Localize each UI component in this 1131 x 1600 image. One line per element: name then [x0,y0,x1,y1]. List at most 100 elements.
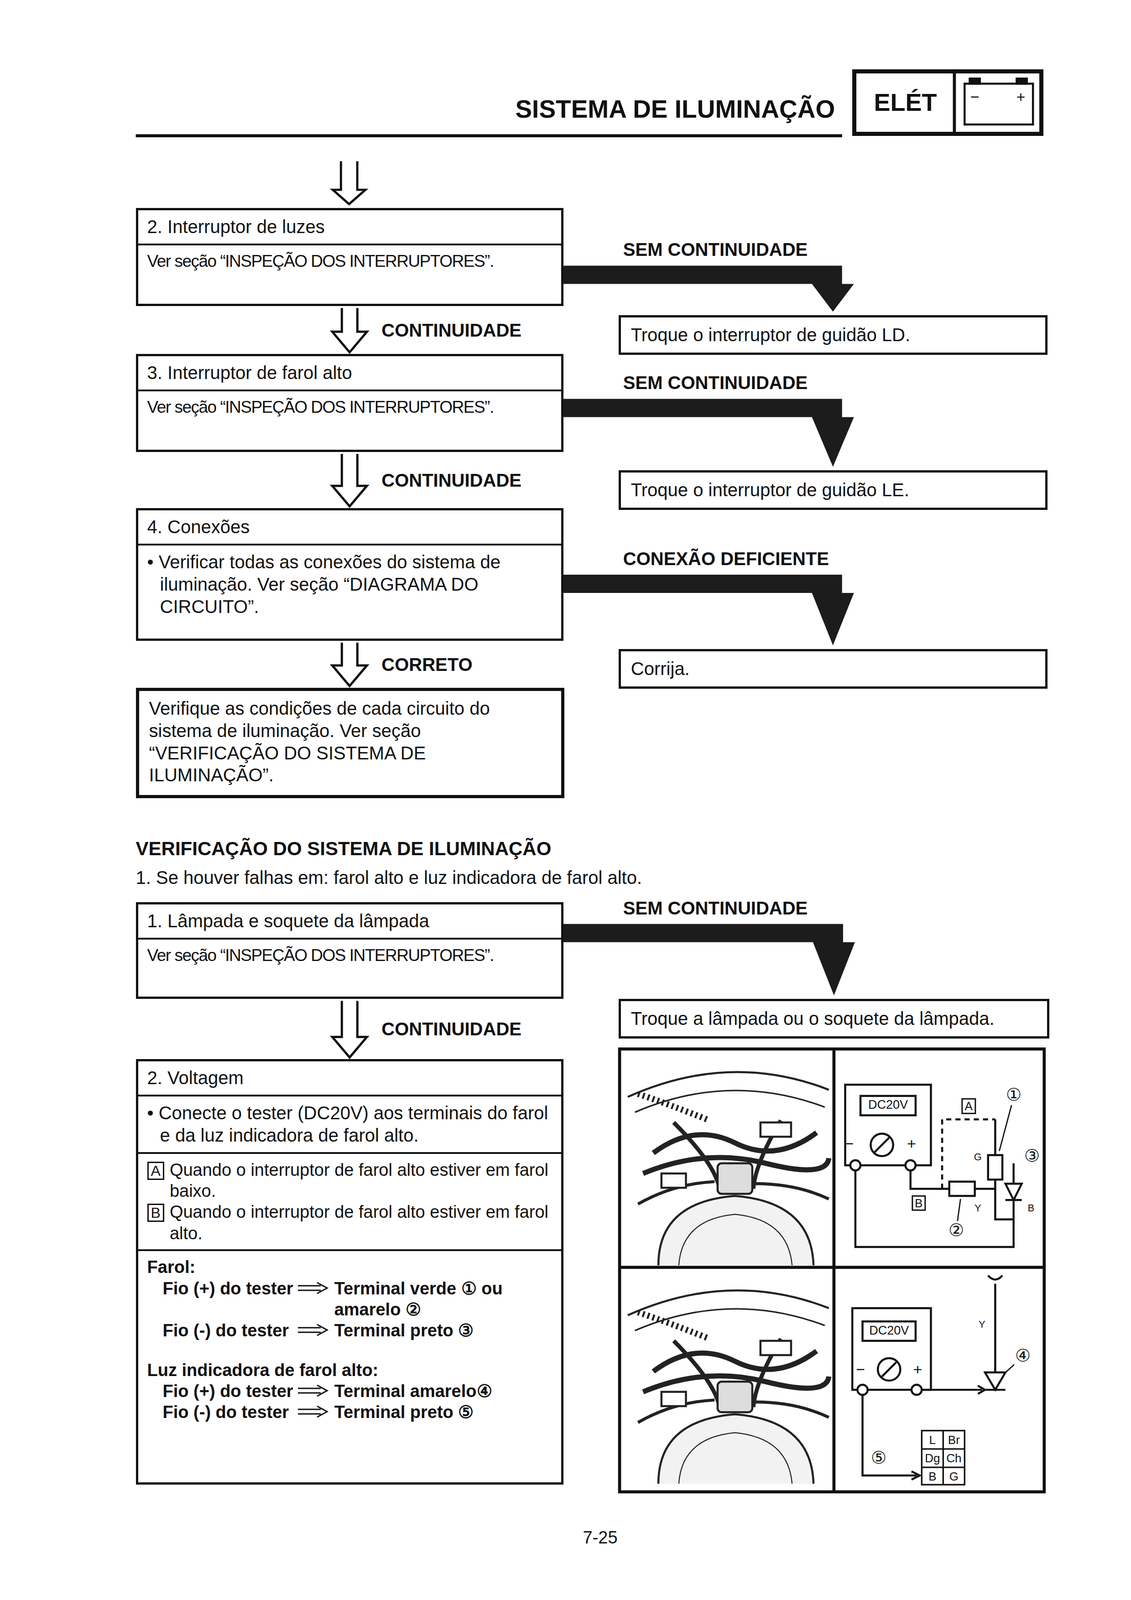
box-heading-row: 2. Voltagem [138,1061,562,1095]
flow-arrow [332,307,367,353]
flow-box: 1. Lâmpada e soquete da lâmpadaVer seção… [135,902,564,1000]
battery-sign: − [970,88,980,106]
flow-box: 2. Interruptor de luzesVer seção “INSPEÇ… [135,208,564,307]
wire-color: G [974,1151,982,1163]
flow-box: 2. Voltagem• Conecte o tester (DC20V) ao… [135,1059,564,1486]
case-letter: B [911,1195,926,1212]
page-title: SISTEMA DE ILUMINAÇÃO [515,95,835,124]
title-rule [135,134,843,138]
pin-name: Dg [924,1452,940,1466]
note-text: Quando o interruptor de farol alto estiv… [169,1201,553,1245]
terminal-grid: Fio (+) do testerTerminal verde ① ou ama… [147,1278,553,1342]
flow-box: Troque o interruptor de guidão LE. [618,470,1048,511]
headlight-photo [627,1290,829,1485]
callout-number: ① [1005,1085,1023,1105]
tester-lead: Fio (+) do tester [162,1381,294,1403]
tester-lead: Fio (-) do tester [162,1402,294,1423]
terminal-row: Farol:Fio (+) do testerTerminal verde ① … [138,1249,562,1429]
battery-sign: + [1016,88,1026,106]
pin-name: L [929,1433,936,1448]
pin-name: Ch [946,1452,962,1466]
note-text: Quando o interruptor de farol alto estiv… [169,1159,553,1203]
box-body-row: • Verificar todas as conexões do sistema… [138,543,562,624]
box-text: Verifique as condições de cada circuito … [149,698,490,786]
edge-label: CONTINUIDADE [381,319,522,341]
wire-color: Y [974,1203,982,1215]
box-heading: 3. Interruptor de farol alto [147,362,353,383]
pin-name: G [949,1470,959,1484]
flow-box: Verifique as condições de cada circuito … [135,687,565,799]
arrow-symbol [297,1384,329,1398]
flow-box: Troque a lâmpada ou o soquete da lâmpada… [618,999,1050,1039]
multimeter [852,1308,931,1396]
flow-connector [563,398,855,467]
box-row: Troque a lâmpada ou o soquete da lâmpada… [620,1001,1048,1037]
pin-name: Br [948,1433,960,1448]
pin-name: B [928,1470,937,1484]
box-heading-row: 1. Lâmpada e soquete da lâmpada [138,904,562,939]
callout-number: ③ [1023,1146,1041,1167]
note-letter: B [147,1203,165,1223]
box-heading: 1. Lâmpada e soquete da lâmpada [147,911,430,932]
terminal-grid: Fio (+) do tester Terminal amarelo④ Fio (-… [147,1381,553,1424]
wire-color: B [1027,1203,1035,1215]
battery-icon [964,78,1033,125]
box-row: Verifique as condições de cada circuito … [139,691,562,793]
flow-box: 4. Conexões • Verificar todas as conexões… [135,508,564,642]
meter-display: DC20V [869,1324,909,1339]
edge-label: CONTINUIDADE [381,469,522,491]
wire-color: Y [978,1319,986,1331]
box-text: Corrija. [630,658,690,679]
box-heading: 2. Interruptor de luzes [147,216,325,237]
flow-arrow [332,161,366,204]
box-body-row: Ver seção “INSPEÇÃO DOS INTERRUPTORES”. [138,389,562,423]
box-body: • Verificar todas as conexões do sistema… [147,552,501,617]
edge-label: SEM CONTINUIDADE [623,239,808,261]
box-body: Ver seção “INSPEÇÃO DOS INTERRUPTORES”. [147,251,494,271]
box-text: Troque a lâmpada ou o soquete da lâmpada… [630,1008,995,1029]
illustration-frame [619,1049,1045,1493]
flow-connector [563,265,855,312]
box-body-row: Ver seção “INSPEÇÃO DOS INTERRUPTORES”. [138,938,562,972]
section-heading: VERIFICAÇÃO DO SISTEMA DE ILUMINAÇÃO [135,838,552,860]
connector-block [921,1431,965,1486]
note-text: 1. Se houver falhas em: farol alto e luz… [135,867,643,888]
group-heading: Farol: [147,1256,553,1278]
terminal-name: Terminal amarelo④ [334,1381,553,1403]
flow-arrow [332,642,367,687]
multimeter [845,1084,932,1171]
headlight-photo [627,1072,829,1266]
box-heading: 4. Conexões [147,516,251,537]
flow-connector [563,574,855,646]
flow-connector [563,924,855,996]
callout-number: ⑤ [870,1448,888,1469]
note-letter: A [147,1162,165,1181]
note: BQuando o interruptor de farol alto esti… [147,1201,553,1245]
flow-arrow [332,453,367,507]
box-body-row: • Conecte o tester (DC20V) aos terminais… [138,1094,562,1153]
terminal-name: Terminal preto ⑤ [334,1402,553,1423]
box-heading-row: 3. Interruptor de farol alto [138,356,562,390]
group-heading: Luz indicadora de farol alto: [147,1360,553,1382]
arrow-symbol [297,1405,329,1419]
box-body: Ver seção “INSPEÇÃO DOS INTERRUPTORES”. [147,397,494,417]
box-heading-row: 4. Conexões [138,510,562,544]
terminal-name: Terminal preto ③ [334,1320,553,1342]
note-row: AQuando o interruptor de farol alto esti… [138,1152,562,1250]
terminal-sign: − [844,1135,855,1153]
box-body-row: Ver seção “INSPEÇÃO DOS INTERRUPTORES”. [138,243,562,277]
note: AQuando o interruptor de farol alto esti… [147,1159,553,1203]
callout-number: ④ [1014,1347,1032,1367]
box-text: Troque o interruptor de guidão LE. [630,479,910,501]
box-body: Ver seção “INSPEÇÃO DOS INTERRUPTORES”. [147,946,494,965]
box-row: Corrija. [620,651,1046,687]
flow-box: Troque o interruptor de guidão LD. [618,315,1048,355]
box-row: Troque o interruptor de guidão LD. [620,317,1046,353]
tester-lead: Fio (-) do tester [162,1320,294,1342]
section-label: ELÉT [856,88,955,116]
arrow-symbol [297,1282,329,1295]
edge-label: CONEXÃO DEFICIENTE [623,548,829,570]
flow-arrow [332,1000,367,1058]
arrow-symbol [297,1323,329,1337]
flow-box: Corrija. [618,649,1048,689]
